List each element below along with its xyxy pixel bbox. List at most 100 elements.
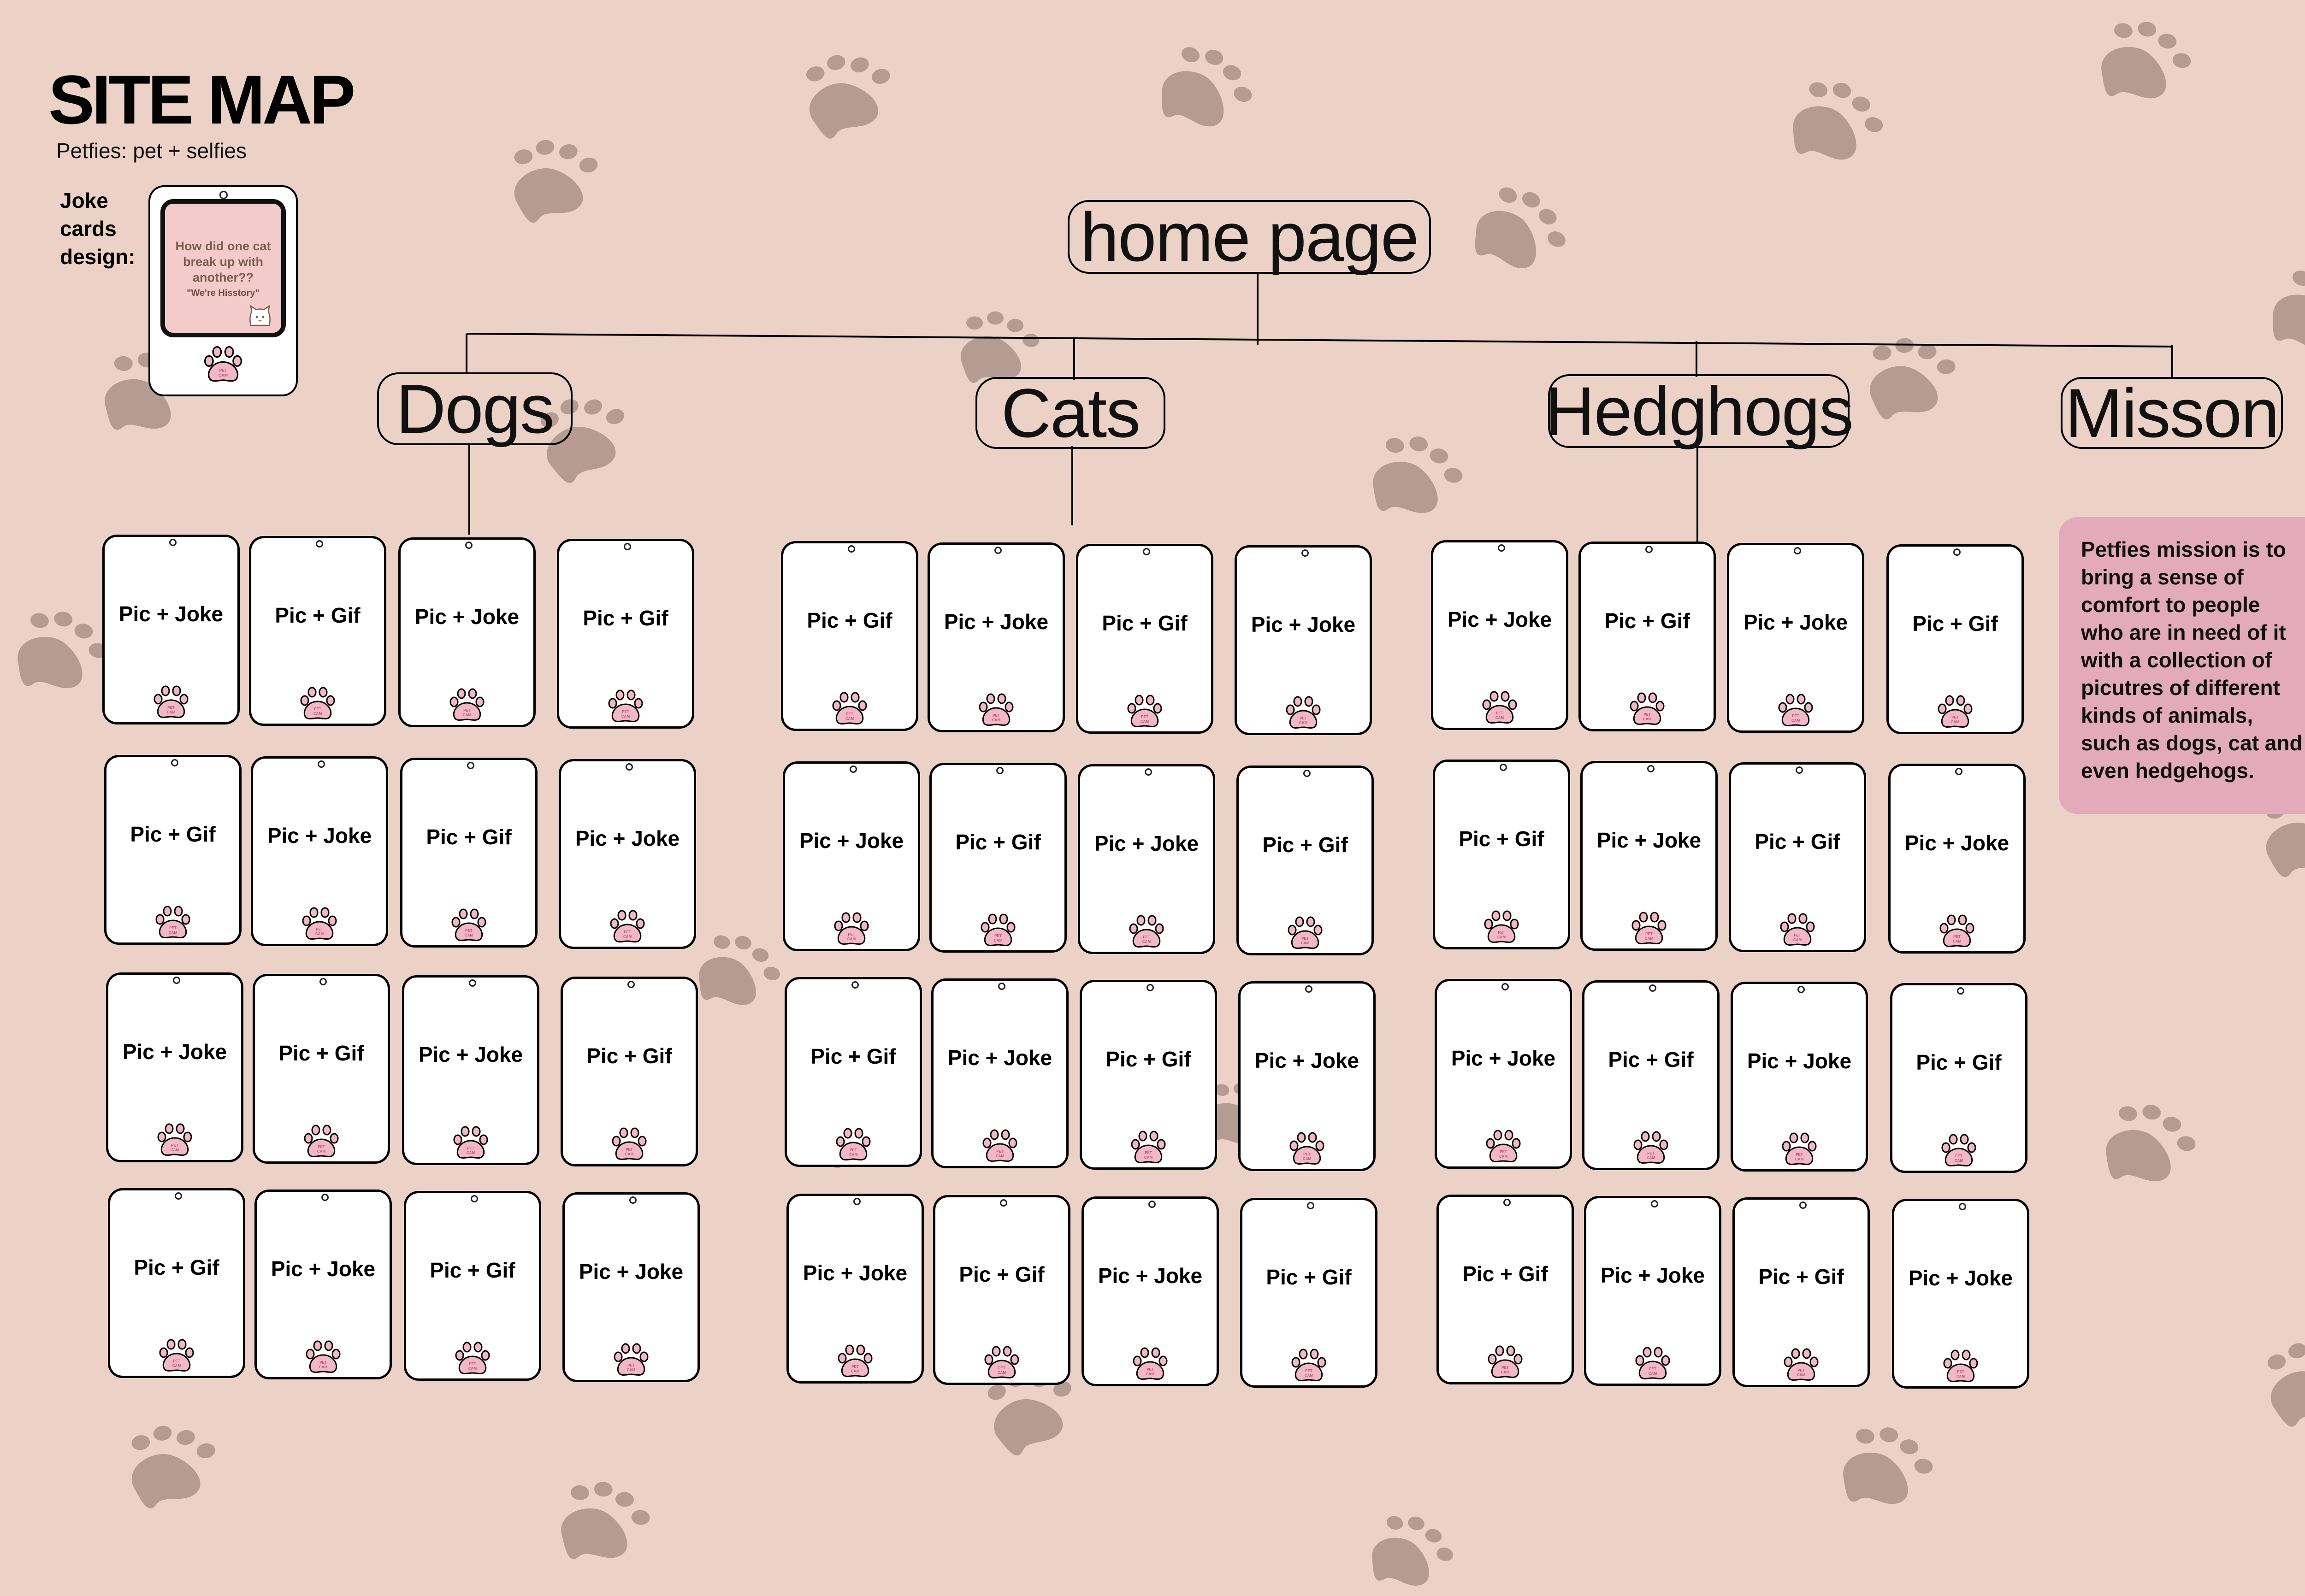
dogs-node[interactable]: Dogs bbox=[377, 370, 573, 448]
svg-text:PET: PET bbox=[850, 1148, 857, 1152]
card-label: Pic + Joke bbox=[1451, 1046, 1556, 1070]
home-page-node[interactable]: home page bbox=[1068, 198, 1431, 276]
svg-text:CAM: CAM bbox=[1951, 720, 1960, 724]
svg-text:CAM: CAM bbox=[1956, 1374, 1965, 1378]
svg-text:CAM: CAM bbox=[847, 937, 856, 941]
svg-text:CAM: CAM bbox=[1146, 1372, 1155, 1376]
card-pin bbox=[853, 1198, 861, 1205]
card-pin bbox=[219, 191, 228, 199]
svg-text:CAM: CAM bbox=[623, 935, 632, 939]
card-pin bbox=[1959, 1203, 1966, 1210]
svg-text:PET: PET bbox=[171, 1143, 178, 1148]
svg-text:PET: PET bbox=[993, 713, 1000, 718]
mission-node[interactable]: Misson bbox=[2061, 374, 2283, 452]
svg-text:CAM: CAM bbox=[1791, 718, 1800, 723]
svg-text:PET: PET bbox=[1147, 1367, 1154, 1372]
card-label: Pic + Joke bbox=[947, 1046, 1052, 1070]
svg-text:PET: PET bbox=[848, 932, 855, 936]
card-pin bbox=[1651, 1200, 1658, 1207]
card-pin bbox=[629, 1196, 637, 1204]
svg-text:CAM: CAM bbox=[219, 373, 228, 377]
svg-text:PET: PET bbox=[167, 706, 175, 710]
cat-icon bbox=[249, 305, 271, 326]
svg-text:CAM: CAM bbox=[1141, 719, 1149, 724]
svg-text:PET: PET bbox=[622, 710, 629, 714]
svg-text:PET: PET bbox=[1797, 1368, 1805, 1372]
svg-text:PET: PET bbox=[1141, 715, 1148, 719]
svg-text:PET: PET bbox=[463, 708, 471, 713]
card-label: Pic + Gif bbox=[1262, 833, 1348, 857]
svg-text:CAM: CAM bbox=[1142, 940, 1151, 944]
svg-text:CAM: CAM bbox=[621, 714, 630, 718]
cats-node[interactable]: Cats bbox=[975, 374, 1165, 452]
svg-text:CAM: CAM bbox=[317, 1149, 326, 1154]
card-label: Pic + Joke bbox=[579, 1260, 684, 1284]
card-pin bbox=[175, 1192, 182, 1200]
card-pin bbox=[465, 542, 473, 549]
hedgehogs-node[interactable]: Hedghogs bbox=[1545, 372, 1854, 450]
svg-text:PET: PET bbox=[316, 927, 323, 931]
card-pin bbox=[1301, 549, 1309, 557]
svg-text:PET: PET bbox=[1498, 931, 1505, 935]
svg-text:CAM: CAM bbox=[1501, 1370, 1510, 1374]
card-pin bbox=[627, 981, 635, 988]
card-label: Pic + Gif bbox=[583, 606, 668, 630]
svg-text:PET: PET bbox=[1301, 936, 1309, 941]
